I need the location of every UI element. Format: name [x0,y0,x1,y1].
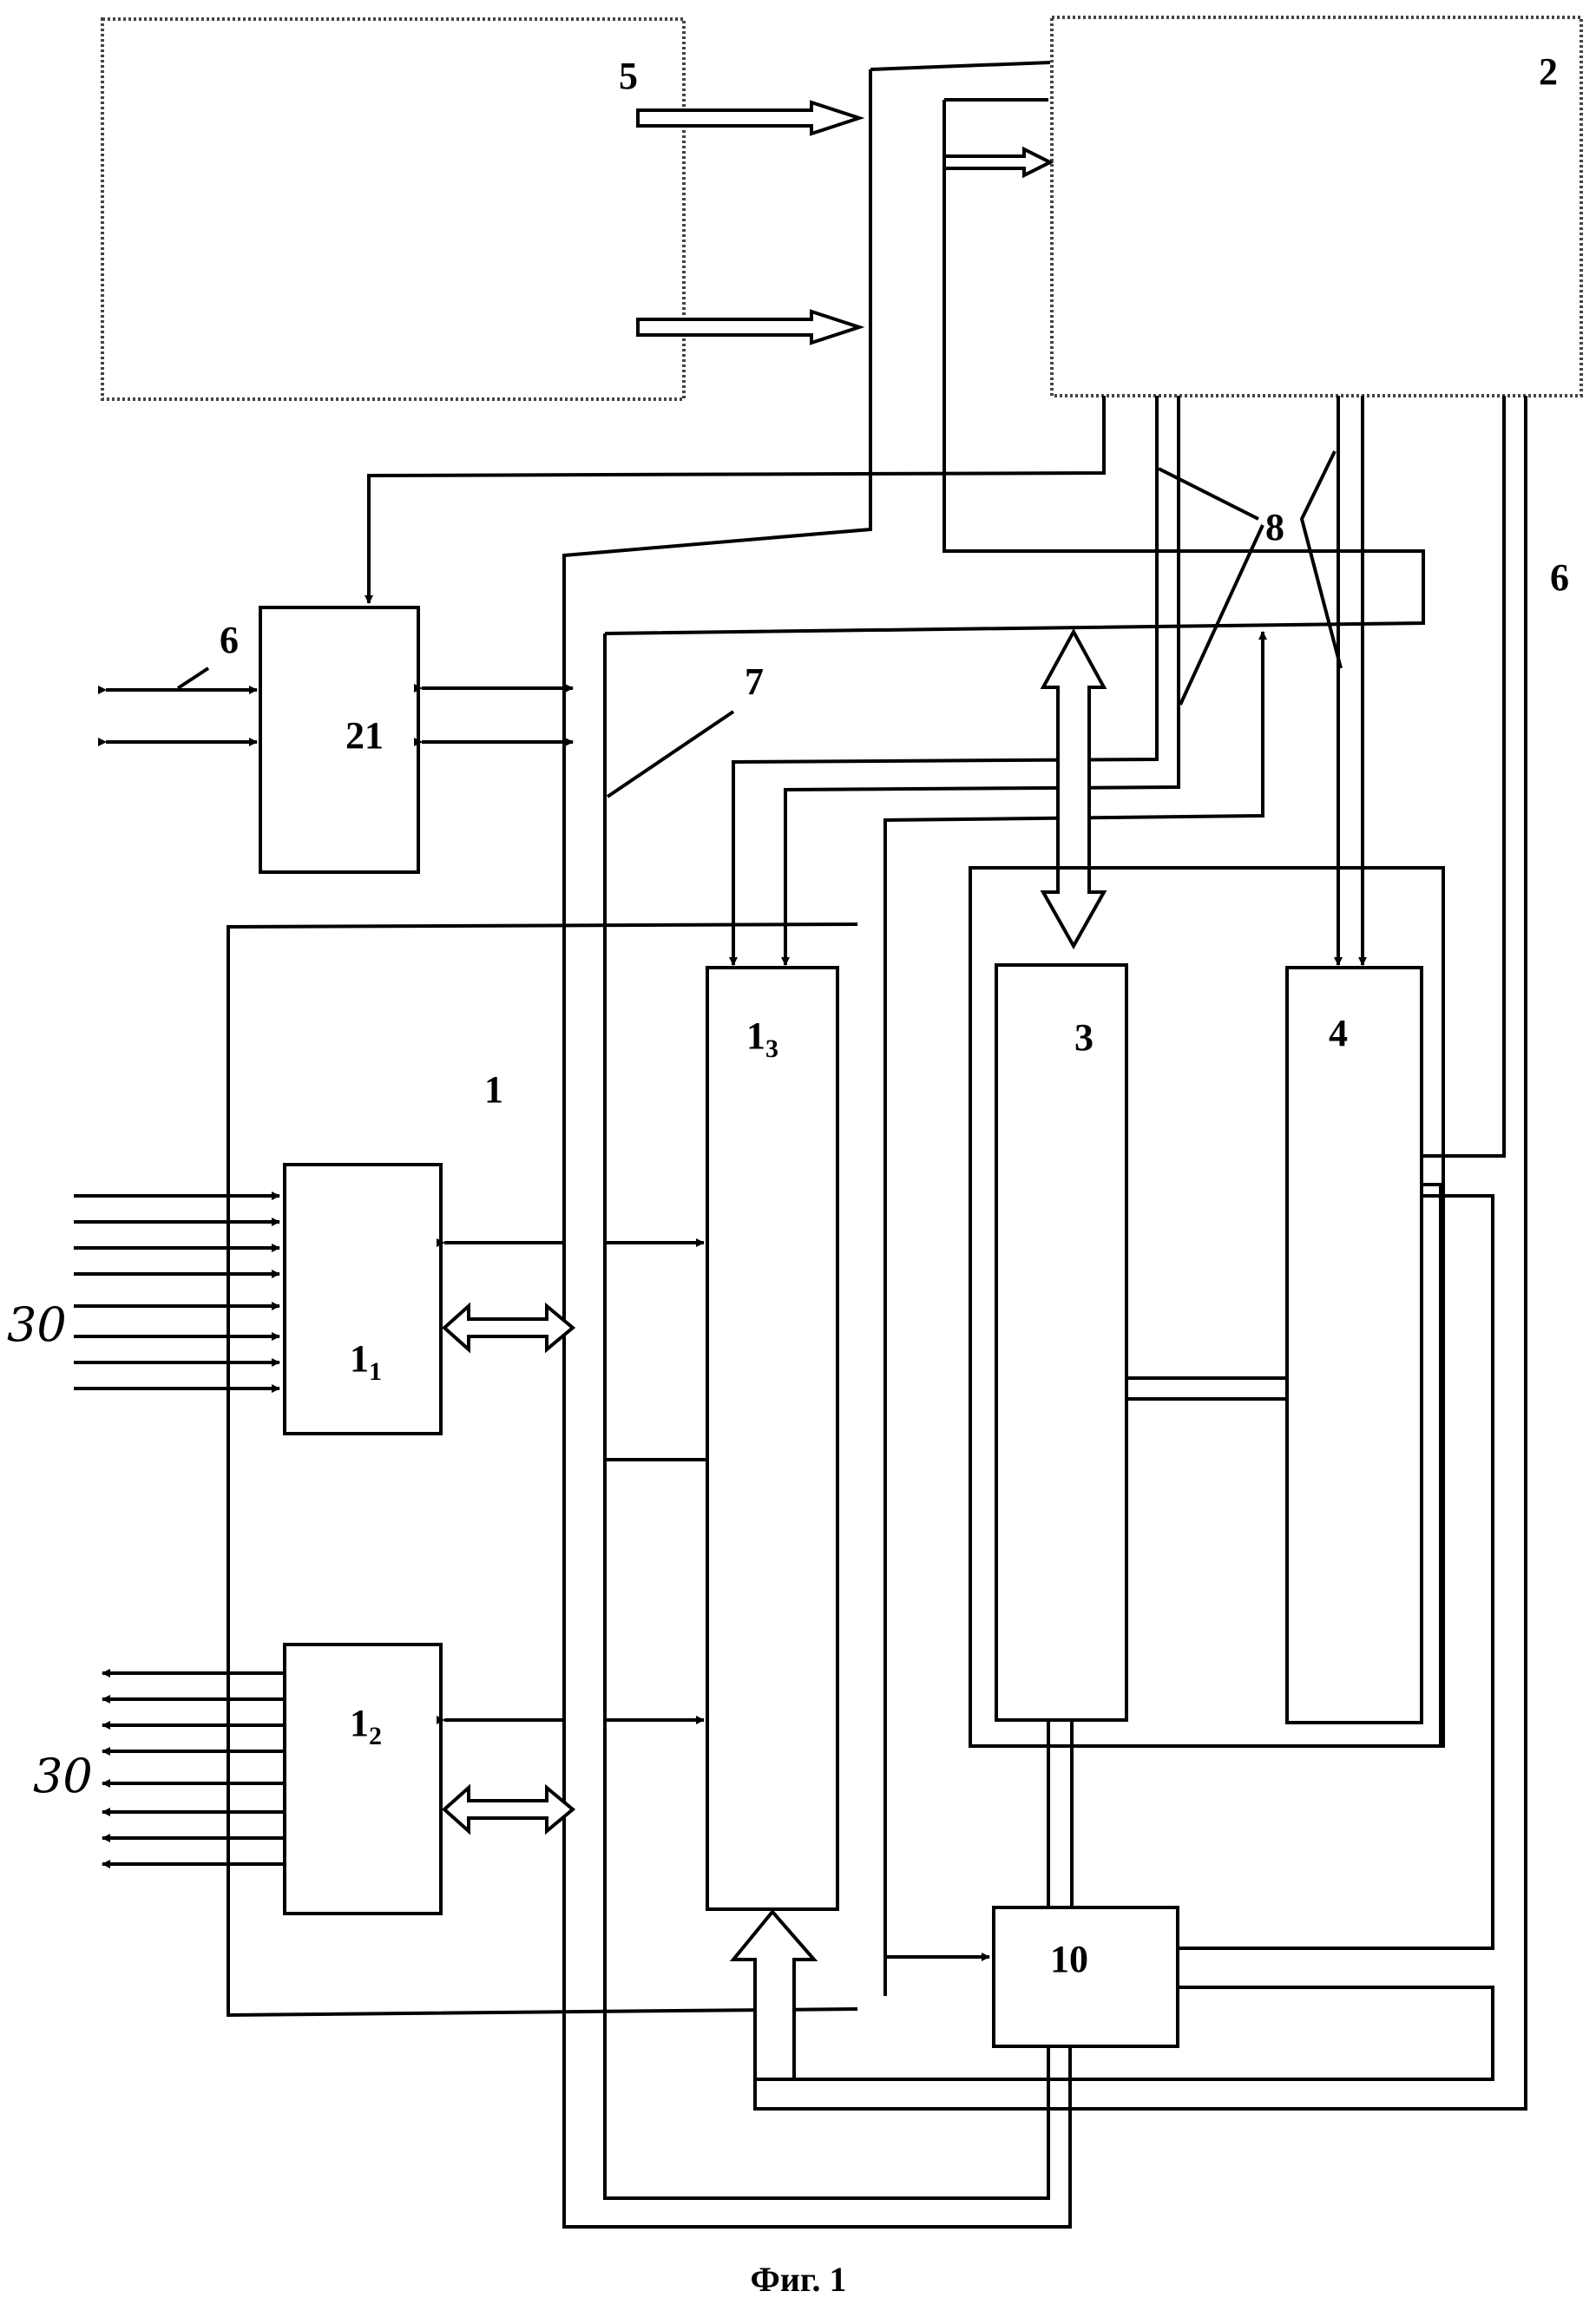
lines-30-bottom-label: 30 [33,1749,93,1803]
block-1-1 [285,1165,441,1434]
block-4-label: 4 [1329,1012,1348,1054]
line-2-to-13-b [785,396,1179,965]
line-2-to-21 [369,396,1104,603]
block-2-label: 2 [1539,50,1558,93]
output-lines-30 [102,1673,285,1864]
block-21-label: 21 [345,714,384,757]
block-1-internal-arrows [444,1243,707,1720]
block-2-frame [1052,17,1581,396]
block-21 [260,607,418,872]
link-10-bottom [1048,2046,1070,2117]
bus-8-label: 8 [1265,506,1284,548]
link-3-to-4 [1126,1378,1287,1399]
bus-7-label: 7 [745,660,764,703]
bus-6-right-label: 6 [1550,556,1569,599]
bus-horizontal-top [605,100,1423,634]
block-1-3 [707,968,837,1909]
line-bus-to-10 [885,1957,989,1996]
lines-30-top-label: 30 [7,1297,67,1352]
bus-into-1-3-arrow [733,1912,814,2079]
line-2-to-4-side-a [1423,396,1504,1156]
bus-vertical-inner [870,62,1050,69]
figure-caption: Фиг. 1 [750,2260,846,2299]
block-3 [996,965,1126,1720]
block-5-frame [102,19,684,399]
block-4 [1287,968,1422,1723]
block-5-output-arrows [638,102,1050,343]
block-1-hollow-arrows [444,1306,573,1831]
block-1-label: 1 [484,1068,503,1111]
block-5-label: 5 [619,55,638,97]
bus-6-left-label: 6 [220,619,239,661]
link-3-to-10 [1048,1720,1072,1907]
block-1-2 [285,1645,441,1914]
bus-8-leaders [1159,451,1341,705]
link-4-right [1422,1185,1441,1744]
block-10-label: 10 [1050,1938,1088,1980]
input-lines-30 [74,1196,279,1389]
bus-7-leader [608,712,733,797]
block-3-label: 3 [1074,1016,1094,1059]
